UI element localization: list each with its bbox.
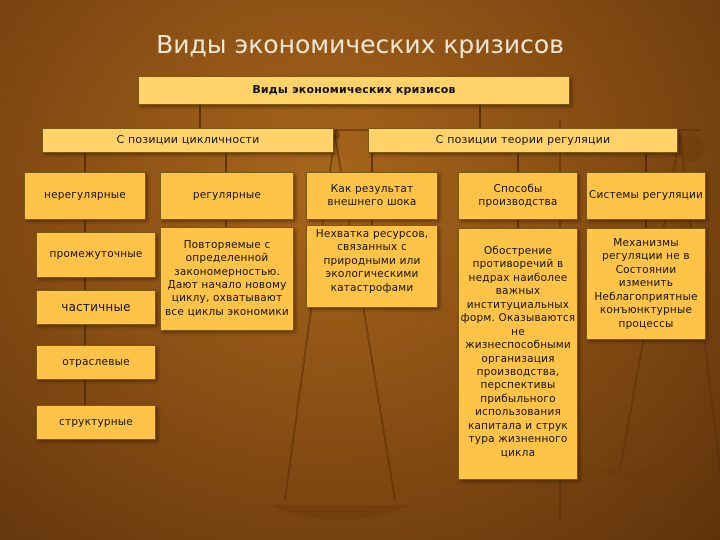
root-node: Виды экономических кризисов	[138, 76, 570, 105]
node-regular-description-text: Повторяемые с определенной закономерност…	[165, 238, 289, 318]
node-external-shock-label: Как результат внешнего шока	[327, 182, 417, 208]
node-regular-label: регулярные	[192, 189, 262, 202]
node-regulation-systems-label: Системы регуляции	[588, 189, 704, 202]
branch-regulation-label: С позиции теории регуляции	[435, 133, 611, 147]
node-sectoral: отраслевые	[36, 345, 156, 380]
node-regular-description: Повторяемые с определенной закономерност…	[160, 227, 294, 331]
node-regulation-systems-description-text: Механизмы регуляции не в Состоянии измен…	[594, 236, 698, 330]
branch-cyclicity-label: С позиции цикличности	[116, 133, 260, 147]
node-production-methods-label: Способы производства	[478, 182, 558, 208]
root-node-label: Виды экономических кризисов	[252, 83, 456, 97]
node-sectoral-label: отраслевые	[62, 355, 130, 368]
node-partial: частичные	[36, 290, 156, 325]
node-production-methods-description: Обострение противоречий в недрах наиболе…	[458, 228, 578, 480]
node-regulation-systems: Системы регуляции	[586, 172, 706, 220]
node-production-methods: Способы производства	[458, 172, 578, 220]
node-intermediate: промежуточные	[36, 232, 156, 278]
node-regulation-systems-description: Механизмы регуляции не в Состоянии измен…	[586, 228, 706, 340]
branch-cyclicity: С позиции цикличности	[42, 128, 334, 153]
node-external-shock-description-text: Нехватка ресурсов, связанных с природным…	[315, 228, 429, 294]
node-partial-label: частичные	[61, 299, 131, 314]
node-structural: структурные	[36, 405, 156, 440]
node-external-shock-description: Нехватка ресурсов, связанных с природным…	[306, 225, 438, 308]
branch-regulation: С позиции теории регуляции	[368, 128, 678, 153]
node-production-methods-description-text: Обострение противоречий в недрах наиболе…	[460, 245, 576, 459]
node-regular: регулярные	[160, 172, 294, 220]
node-intermediate-label: промежуточные	[49, 248, 143, 261]
node-external-shock: Как результат внешнего шока	[306, 172, 438, 220]
node-irregular-label: нерегулярные	[44, 189, 126, 202]
node-irregular: нерегулярные	[24, 172, 146, 220]
node-structural-label: структурные	[59, 415, 133, 428]
page-title: Виды экономических кризисов	[156, 30, 564, 59]
